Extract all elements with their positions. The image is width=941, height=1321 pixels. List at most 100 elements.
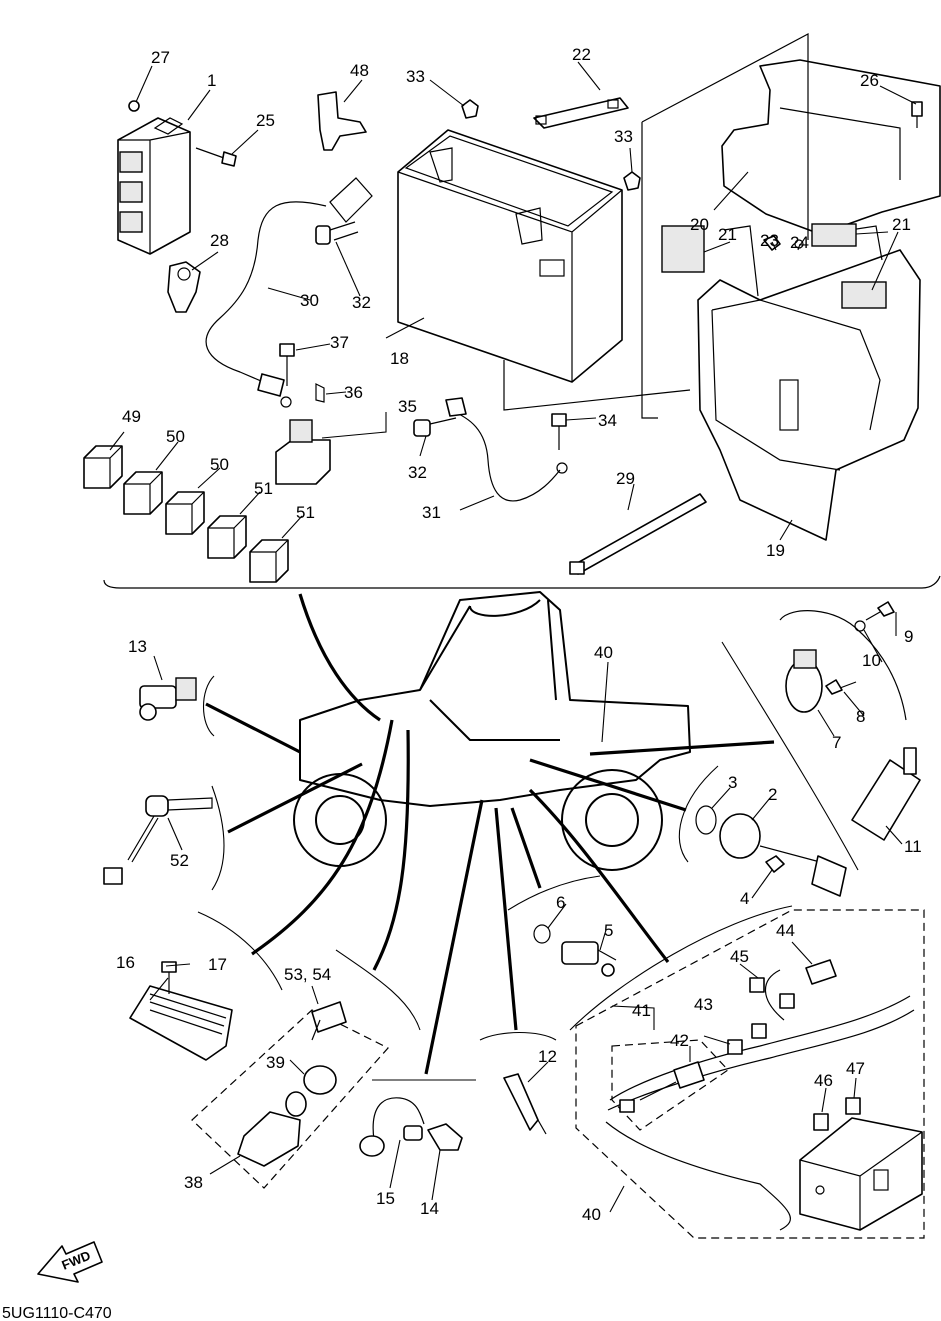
callout-13: 13 — [128, 637, 147, 656]
bolt-8 — [825, 679, 857, 695]
drawing-code: 5UG1110-C470 — [2, 1305, 112, 1321]
relay-50a — [123, 471, 163, 515]
fuse-47 — [845, 1097, 861, 1115]
callout-48: 48 — [350, 61, 369, 80]
screw-27 — [128, 100, 140, 112]
callout-19: 19 — [766, 541, 785, 560]
callout-5: 5 — [604, 921, 613, 940]
nut-33b — [623, 171, 641, 191]
callout-27: 27 — [151, 48, 170, 67]
battery-box-19 — [697, 225, 921, 541]
callout-24: 24 — [790, 233, 809, 252]
callout-40-b: 40 — [582, 1205, 601, 1224]
ignition-coil-7 — [779, 610, 907, 721]
relay-49 — [83, 445, 123, 489]
bolt-9 — [865, 601, 895, 621]
callout-2: 2 — [768, 785, 777, 804]
callout-10: 10 — [862, 651, 881, 670]
utv-vehicle — [293, 591, 691, 871]
callout-53-54: 53, 54 — [284, 965, 331, 984]
callout-50-a: 50 — [166, 427, 185, 446]
bolt-32-bottom — [413, 417, 457, 437]
harness-boundary — [575, 909, 925, 1239]
pad-21a — [661, 225, 705, 273]
callout-46: 46 — [814, 1071, 833, 1090]
bolt-37 — [279, 343, 295, 386]
ecu-unit — [117, 117, 191, 255]
plug-cap-11 — [851, 747, 921, 841]
callout-51-b: 51 — [296, 503, 315, 522]
washer-10 — [854, 620, 866, 632]
sensor-15 — [359, 1097, 425, 1157]
cable-tie-29 — [569, 493, 707, 575]
relay-51a — [207, 515, 247, 559]
key-5354 — [311, 1001, 347, 1041]
spark-plug-12 — [503, 1073, 547, 1135]
screw-26 — [911, 101, 923, 128]
callout-3: 3 — [728, 773, 737, 792]
callout-41: 41 — [632, 1001, 651, 1020]
switch-assy-boundary — [191, 1009, 389, 1189]
callout-15: 15 — [376, 1189, 395, 1208]
callout-8: 8 — [856, 707, 865, 726]
callout-30: 30 — [300, 291, 319, 310]
callout-45: 45 — [730, 947, 749, 966]
callout-34: 34 — [598, 411, 617, 430]
callout-12: 12 — [538, 1047, 557, 1066]
band-22 — [533, 97, 629, 129]
sensor-13 — [139, 677, 197, 721]
callout-17: 17 — [208, 955, 227, 974]
pad-24 — [811, 223, 857, 247]
cover-20 — [721, 59, 941, 235]
callout-38: 38 — [184, 1173, 203, 1192]
callout-9: 9 — [904, 627, 913, 646]
callout-33-b: 33 — [614, 127, 633, 146]
callout-16: 16 — [116, 953, 135, 972]
bolt-4 — [765, 855, 785, 873]
callout-37: 37 — [330, 333, 349, 352]
callout-43: 43 — [694, 995, 713, 1014]
callout-39: 39 — [266, 1053, 285, 1072]
callout-18: 18 — [390, 349, 409, 368]
clip-28 — [167, 261, 201, 313]
bolt-25 — [195, 147, 237, 167]
fuse-46 — [813, 1113, 829, 1131]
section-bracket — [103, 575, 941, 589]
callout-40-a: 40 — [594, 643, 613, 662]
callout-47: 47 — [846, 1059, 865, 1078]
battery-18 — [397, 129, 623, 383]
gasket-6 — [533, 924, 551, 944]
callout-6: 6 — [556, 893, 565, 912]
bolt-32-top — [315, 221, 359, 245]
callout-29: 29 — [616, 469, 635, 488]
bracket-14 — [427, 1123, 463, 1151]
cable-31 — [445, 397, 568, 502]
callout-44: 44 — [776, 921, 795, 940]
leader-upper — [298, 593, 381, 722]
relay-50b — [165, 491, 205, 535]
callout-11: 11 — [904, 837, 922, 856]
callout-20: 20 — [690, 215, 709, 234]
sensor-5 — [561, 941, 617, 977]
callout-22: 22 — [572, 45, 591, 64]
callout-21-a: 21 — [718, 225, 737, 244]
callout-4: 4 — [740, 889, 749, 908]
callout-26: 26 — [860, 71, 879, 90]
callout-50-b: 50 — [210, 455, 229, 474]
clamp-48 — [317, 91, 367, 151]
callout-32-a: 32 — [352, 293, 371, 312]
pad-21b — [841, 281, 887, 309]
switch-39 — [237, 1065, 337, 1167]
callout-7: 7 — [832, 733, 841, 752]
fuse-box — [799, 1117, 923, 1231]
subharness-boundary — [611, 1039, 729, 1131]
starter-relay-35 — [275, 383, 331, 485]
connector-42 — [619, 1061, 705, 1113]
relay-51b — [249, 539, 289, 583]
callout-52: 52 — [170, 851, 189, 870]
callout-42: 42 — [670, 1031, 689, 1050]
callout-31: 31 — [422, 503, 441, 522]
callout-25: 25 — [256, 111, 275, 130]
callout-1: 1 — [207, 71, 216, 90]
